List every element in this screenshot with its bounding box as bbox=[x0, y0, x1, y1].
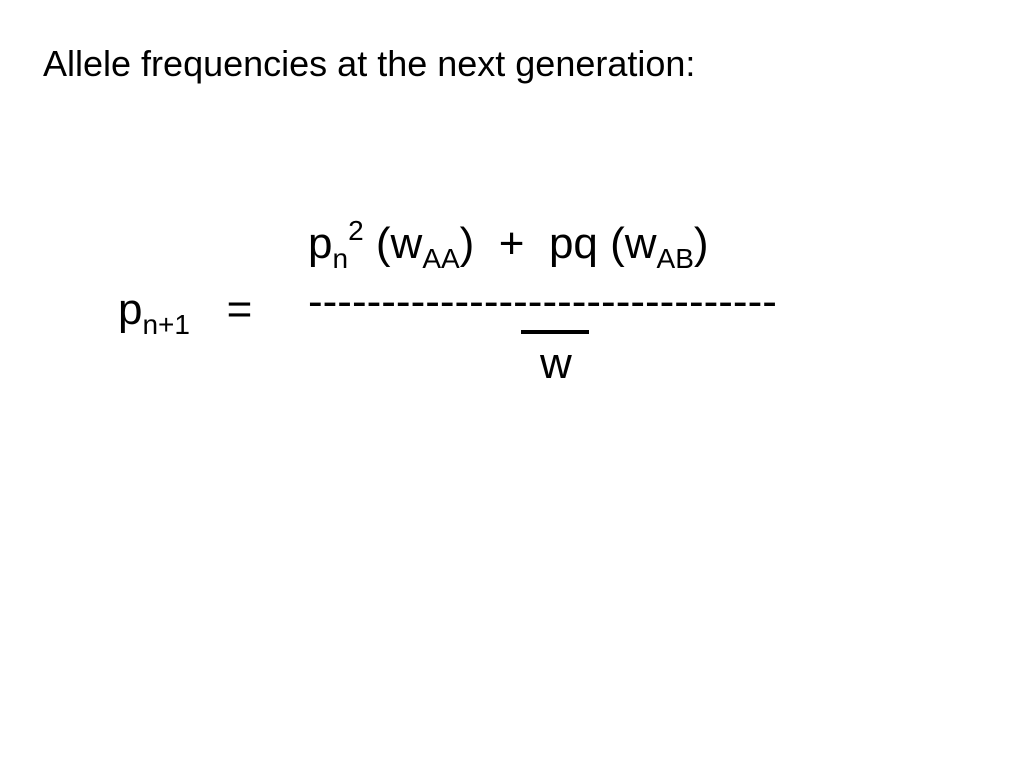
mean-fitness-overbar bbox=[521, 330, 589, 334]
numerator-p-superscript: 2 bbox=[348, 215, 364, 246]
numerator-pq-close: ) bbox=[693, 219, 709, 268]
numerator-w-close: ) bbox=[459, 219, 475, 268]
numerator-w-open: (w bbox=[375, 219, 423, 268]
fraction-line: -------------------------------- bbox=[308, 277, 777, 326]
numerator-p-subscript: n bbox=[332, 243, 349, 274]
lhs-subscript: n+1 bbox=[142, 309, 190, 340]
numerator-plus: + bbox=[498, 219, 525, 268]
numerator-w-aa-subscript: AA bbox=[422, 243, 460, 274]
equation-lhs: pn+1 = bbox=[118, 284, 253, 339]
numerator-p: p bbox=[308, 219, 333, 268]
equation-denominator: w bbox=[540, 339, 572, 388]
equals-sign: = bbox=[226, 285, 253, 334]
slide-title: Allele frequencies at the next generatio… bbox=[43, 43, 696, 84]
numerator-w-ab-subscript: AB bbox=[656, 243, 694, 274]
equation-numerator: pn2 (wAA) + pq (wAB) bbox=[308, 215, 709, 273]
lhs-p: p bbox=[118, 285, 143, 334]
numerator-pq-open: pq (w bbox=[548, 219, 657, 268]
